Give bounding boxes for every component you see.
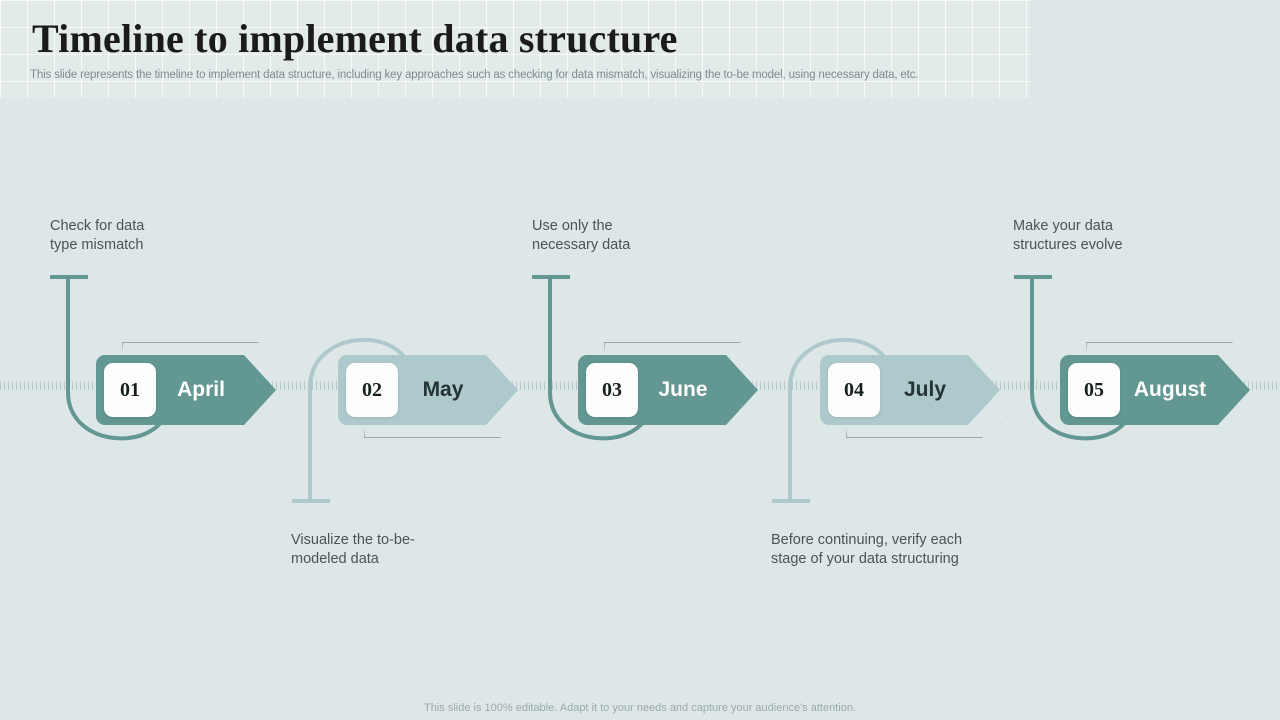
milestone-number-01: 01 (104, 363, 156, 417)
caption-05: Make your data structures evolve (1013, 218, 1123, 253)
caption-03: Use only the necessary data (532, 218, 631, 253)
milestone-05[interactable]: 05 August (1060, 355, 1250, 425)
milestone-month-01: April (177, 378, 225, 401)
caption-01: Check for data type mismatch (50, 218, 145, 253)
milestone-02[interactable]: 02 May (338, 355, 518, 425)
milestone-number-04: 04 (828, 363, 880, 417)
caption-02: Visualize the to-be- modeled data (291, 532, 415, 567)
milestone-month-04: July (903, 378, 947, 401)
milestone-number-03: 03 (586, 363, 638, 417)
caption-04: Before continuing, verify each stage of … (771, 532, 963, 567)
milestone-month-05: August (1133, 378, 1207, 401)
page-title: Timeline to implement data structure (32, 16, 678, 61)
milestone-month-02: May (422, 378, 464, 401)
header-decorative-grid (0, 0, 1030, 98)
slide-footer-note: This slide is 100% editable. Adapt it to… (424, 702, 856, 714)
milestone-01[interactable]: 01 April (96, 355, 276, 425)
milestone-month-03: June (658, 378, 708, 401)
milestone-03[interactable]: 03 June (578, 355, 758, 425)
page-subtitle: This slide represents the timeline to im… (30, 69, 919, 81)
milestone-04[interactable]: 04 July (820, 355, 1000, 425)
milestone-number-02: 02 (346, 363, 398, 417)
milestone-number-05: 05 (1068, 363, 1120, 417)
